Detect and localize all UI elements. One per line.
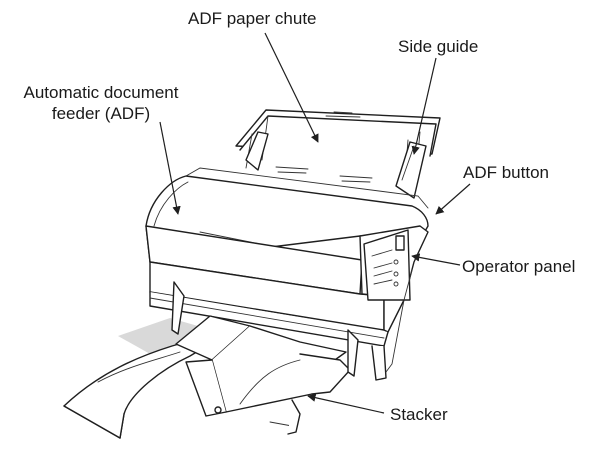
label-adf-line-2: feeder (ADF) — [51, 104, 151, 123]
leader-operator-panel — [411, 253, 461, 266]
leader-adf-paper-chute — [264, 32, 319, 143]
adf-paper-chute-shape — [235, 109, 441, 199]
leader-side-guide — [411, 57, 437, 155]
label-stacker: Stacker — [390, 405, 448, 424]
leader-adf — [159, 121, 181, 215]
adf-body-shape — [145, 167, 429, 381]
label-operator-panel: Operator panel — [462, 257, 576, 276]
label-adf-button: ADF button — [463, 163, 549, 182]
label-automatic-document-feeder: Automatic document feeder (ADF) — [6, 82, 196, 124]
leader-adf-button — [435, 183, 471, 215]
label-side-guide: Side guide — [398, 37, 479, 56]
label-adf-paper-chute: ADF paper chute — [188, 9, 317, 28]
stacker-shape — [63, 281, 359, 439]
label-adf-line-1: Automatic document — [23, 83, 179, 102]
leader-stacker — [307, 393, 385, 414]
